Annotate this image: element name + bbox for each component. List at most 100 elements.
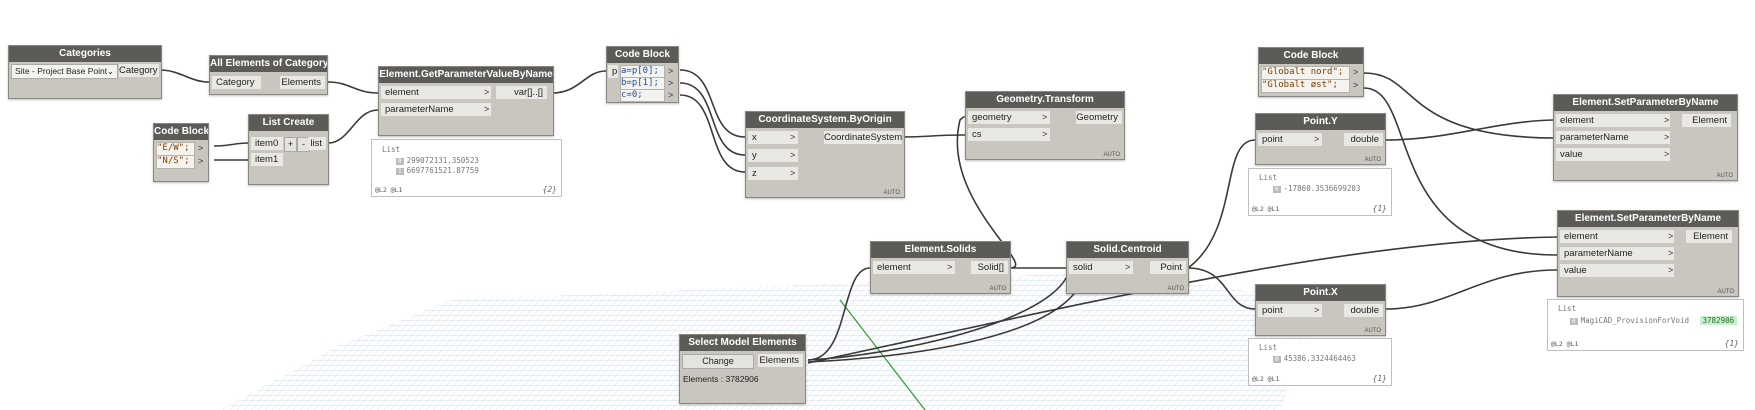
- output-port[interactable]: Element: [1686, 230, 1732, 243]
- input-port[interactable]: p: [608, 65, 618, 78]
- list-value: -17860.3536699203: [1283, 184, 1361, 193]
- input-arrow-icon: >: [1664, 149, 1670, 159]
- input-arrow-icon: >: [790, 168, 796, 178]
- output-arrow-icon[interactable]: >: [198, 156, 204, 166]
- code-line[interactable]: "Globalt øst";: [1261, 79, 1350, 93]
- node-title: Geometry.Transform: [966, 92, 1124, 108]
- output-port[interactable]: Geometry: [1076, 111, 1122, 124]
- input-arrow-icon: >: [1668, 231, 1674, 241]
- input-arrow-icon: >: [790, 150, 796, 160]
- input-port[interactable]: point: [1258, 133, 1322, 146]
- list-value: 6697761521.87759: [406, 166, 479, 175]
- input-port[interactable]: y: [748, 149, 798, 162]
- node-title: Point.X: [1256, 285, 1385, 301]
- input-port[interactable]: element: [873, 261, 955, 274]
- node-code-block-globalt[interactable]: Code Block "Globalt nord"; "Globalt øst"…: [1258, 47, 1364, 97]
- preview-list-label: List: [1259, 173, 1278, 182]
- input-port[interactable]: element: [381, 86, 491, 99]
- dropdown-value: Site - Project Base Point: [15, 66, 108, 76]
- input-port[interactable]: parameterName: [1556, 131, 1670, 144]
- node-list-create[interactable]: List Create item0 + - list item1: [248, 114, 329, 185]
- selection-status: Elements : 3782906: [683, 374, 759, 384]
- output-arrow-icon[interactable]: >: [668, 66, 674, 76]
- code-line[interactable]: "E/W";: [156, 142, 195, 156]
- input-port[interactable]: solid: [1069, 261, 1133, 274]
- output-port[interactable]: CoordinateSystem: [824, 131, 903, 144]
- add-input-button[interactable]: +: [284, 137, 297, 152]
- input-arrow-icon: >: [1668, 265, 1674, 275]
- node-element-solids[interactable]: Element.Solids element > Solid[] AUTO: [870, 241, 1011, 294]
- input-port[interactable]: element: [1556, 114, 1670, 127]
- list-count: {1}: [1372, 204, 1387, 213]
- node-title: Categories: [9, 46, 161, 62]
- node-point-y[interactable]: Point.Y point > double AUTO: [1255, 113, 1386, 165]
- output-port[interactable]: double: [1344, 133, 1383, 146]
- list-levels: @L2 @L1: [1551, 340, 1579, 348]
- list-index: 0: [396, 158, 404, 165]
- input-port[interactable]: parameterName: [381, 103, 491, 116]
- output-port[interactable]: Point: [1150, 261, 1186, 274]
- change-button[interactable]: Change: [682, 354, 754, 369]
- node-solid-centroid[interactable]: Solid.Centroid solid > Point AUTO: [1066, 241, 1189, 294]
- list-index: 1: [396, 168, 404, 175]
- list-levels: @L2 @L1: [375, 186, 403, 194]
- list-index: 0: [1273, 186, 1281, 193]
- list-value: 45386.3324464463: [1283, 354, 1356, 363]
- node-all-elements[interactable]: All Elements of Category Category Elemen…: [209, 55, 328, 95]
- input-port[interactable]: geometry: [968, 111, 1050, 124]
- input-port[interactable]: element: [1560, 230, 1674, 243]
- node-categories[interactable]: Categories Site - Project Base Point ⌄ C…: [8, 45, 162, 99]
- output-port[interactable]: double: [1344, 304, 1383, 317]
- input-port[interactable]: x: [748, 131, 798, 144]
- input-port[interactable]: item1: [251, 153, 283, 166]
- node-set-parameter-1[interactable]: Element.SetParameterByName element > par…: [1553, 94, 1738, 181]
- output-port[interactable]: Solid[]: [971, 261, 1008, 274]
- output-arrow-icon[interactable]: >: [1353, 67, 1359, 77]
- input-arrow-icon: >: [790, 132, 796, 142]
- node-get-parameter-value[interactable]: Element.GetParameterValueByName element …: [378, 66, 554, 136]
- input-port[interactable]: value: [1556, 148, 1670, 161]
- output-arrow-icon[interactable]: >: [1353, 80, 1359, 90]
- category-dropdown[interactable]: Site - Project Base Point ⌄: [11, 64, 118, 79]
- node-title: Code Block: [607, 47, 678, 63]
- input-port[interactable]: z: [748, 167, 798, 180]
- node-title: Code Block: [1259, 48, 1363, 64]
- input-arrow-icon: >: [1042, 112, 1048, 122]
- node-select-model-elements[interactable]: Select Model Elements Change Elements El…: [679, 334, 806, 404]
- list-value: MagiCAD_ProvisionForVoid: [1580, 316, 1689, 325]
- list-index: 0: [1570, 318, 1578, 325]
- lacing-label: AUTO: [1364, 157, 1381, 163]
- code-line[interactable]: "N/S";: [156, 155, 195, 169]
- input-port[interactable]: parameterName: [1560, 247, 1674, 260]
- node-code-block-abc[interactable]: Code Block p a=p[0]; b=p[1]; c=0; > > >: [606, 46, 679, 103]
- node-code-block-ew[interactable]: Code Block "E/W"; "N/S"; > >: [153, 123, 209, 182]
- lacing-label: AUTO: [1717, 289, 1734, 295]
- output-arrow-icon[interactable]: >: [198, 143, 204, 153]
- output-port[interactable]: Category: [119, 64, 159, 77]
- node-point-x[interactable]: Point.X point > double AUTO: [1255, 284, 1386, 336]
- input-port[interactable]: item0: [251, 137, 283, 150]
- lacing-label: AUTO: [1364, 328, 1381, 334]
- node-coordinate-system[interactable]: CoordinateSystem.ByOrigin x > y > z > Co…: [745, 111, 905, 198]
- output-port[interactable]: var[]..[]: [496, 86, 547, 99]
- output-arrow-icon[interactable]: >: [668, 78, 674, 88]
- output-port[interactable]: list: [308, 137, 326, 150]
- output-arrow-icon[interactable]: >: [668, 90, 674, 100]
- output-port[interactable]: Elements: [758, 354, 803, 367]
- element-id-badge[interactable]: 3782906: [1699, 316, 1738, 325]
- lacing-label: AUTO: [883, 190, 900, 196]
- input-port[interactable]: point: [1258, 304, 1322, 317]
- input-port[interactable]: value: [1560, 264, 1674, 277]
- code-line[interactable]: "Globalt nord";: [1261, 66, 1350, 80]
- node-title: All Elements of Category: [210, 56, 327, 72]
- node-set-parameter-2[interactable]: Element.SetParameterByName element > par…: [1557, 210, 1739, 297]
- node-geometry-transform[interactable]: Geometry.Transform geometry > cs > Geome…: [965, 91, 1125, 160]
- input-port[interactable]: cs: [968, 128, 1050, 141]
- code-line[interactable]: c=0;: [620, 89, 665, 102]
- input-arrow-icon: >: [484, 87, 490, 97]
- output-port[interactable]: Elements: [280, 76, 325, 89]
- output-port[interactable]: Element: [1682, 114, 1731, 127]
- input-port[interactable]: Category: [212, 76, 261, 89]
